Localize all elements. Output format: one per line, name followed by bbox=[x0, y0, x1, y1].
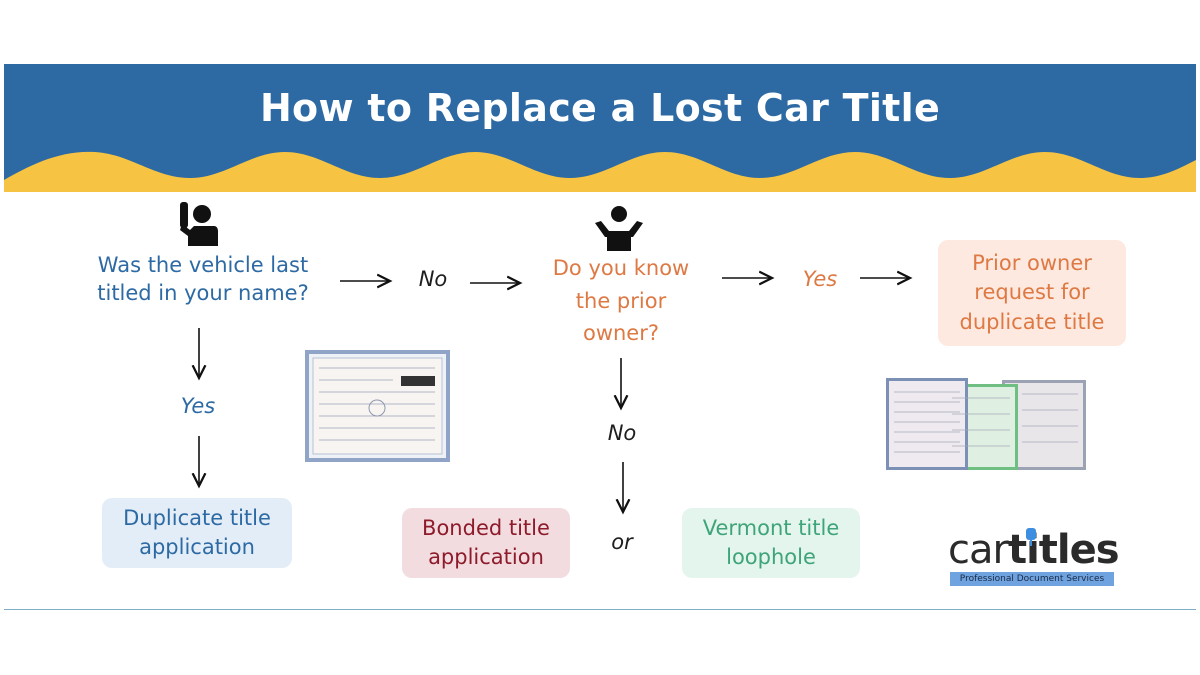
raised-hand-person-icon bbox=[180, 202, 218, 246]
outcome-prior-owner-request: Prior owner request for duplicate title bbox=[938, 240, 1126, 346]
stacked-title-documents-image bbox=[886, 378, 1086, 470]
outcome-line: Bonded title bbox=[422, 515, 550, 540]
question-titled-in-your-name: Was the vehicle last titled in your name… bbox=[70, 252, 336, 307]
car-title-document-image bbox=[305, 350, 450, 462]
label-yes-1: Yes bbox=[180, 394, 216, 418]
outcome-line: duplicate title bbox=[959, 309, 1105, 334]
label-no-2: No bbox=[607, 421, 637, 445]
header-banner bbox=[4, 64, 1196, 192]
label-or: or bbox=[611, 530, 633, 554]
question-line: titled in your name? bbox=[97, 280, 309, 305]
logo-tagline: Professional Document Services bbox=[950, 572, 1114, 586]
outcome-line: Vermont title bbox=[702, 515, 840, 540]
question-line: Do you know bbox=[552, 256, 690, 280]
car-key-icon bbox=[1026, 528, 1036, 546]
outcome-line: Prior owner bbox=[972, 250, 1092, 275]
cartitles-logo: cartitles Professional Document Services bbox=[948, 528, 1120, 588]
outcome-line: application bbox=[139, 535, 255, 559]
question-line: Was the vehicle last bbox=[97, 253, 309, 277]
outcome-vermont-title-loophole: Vermont title loophole bbox=[682, 508, 860, 578]
outcome-bonded-title-application: Bonded title application bbox=[402, 508, 570, 578]
outcome-line: application bbox=[428, 545, 544, 569]
bottom-divider bbox=[4, 609, 1196, 610]
question-line: owner? bbox=[582, 321, 660, 346]
label-no-1: No bbox=[418, 267, 448, 291]
outcome-line: Duplicate title bbox=[123, 505, 271, 530]
page-title: How to Replace a Lost Car Title bbox=[259, 86, 941, 130]
outcome-line: request for bbox=[974, 280, 1090, 305]
question-know-prior-owner: Do you know the prior owner? bbox=[530, 252, 712, 350]
logo-word-car: car bbox=[948, 527, 1009, 573]
shrugging-person-icon bbox=[595, 206, 643, 251]
outcome-line: loophole bbox=[726, 545, 816, 569]
outcome-duplicate-title-application: Duplicate title application bbox=[102, 498, 292, 568]
label-yes-2: Yes bbox=[802, 267, 838, 291]
question-line: the prior bbox=[575, 288, 667, 313]
